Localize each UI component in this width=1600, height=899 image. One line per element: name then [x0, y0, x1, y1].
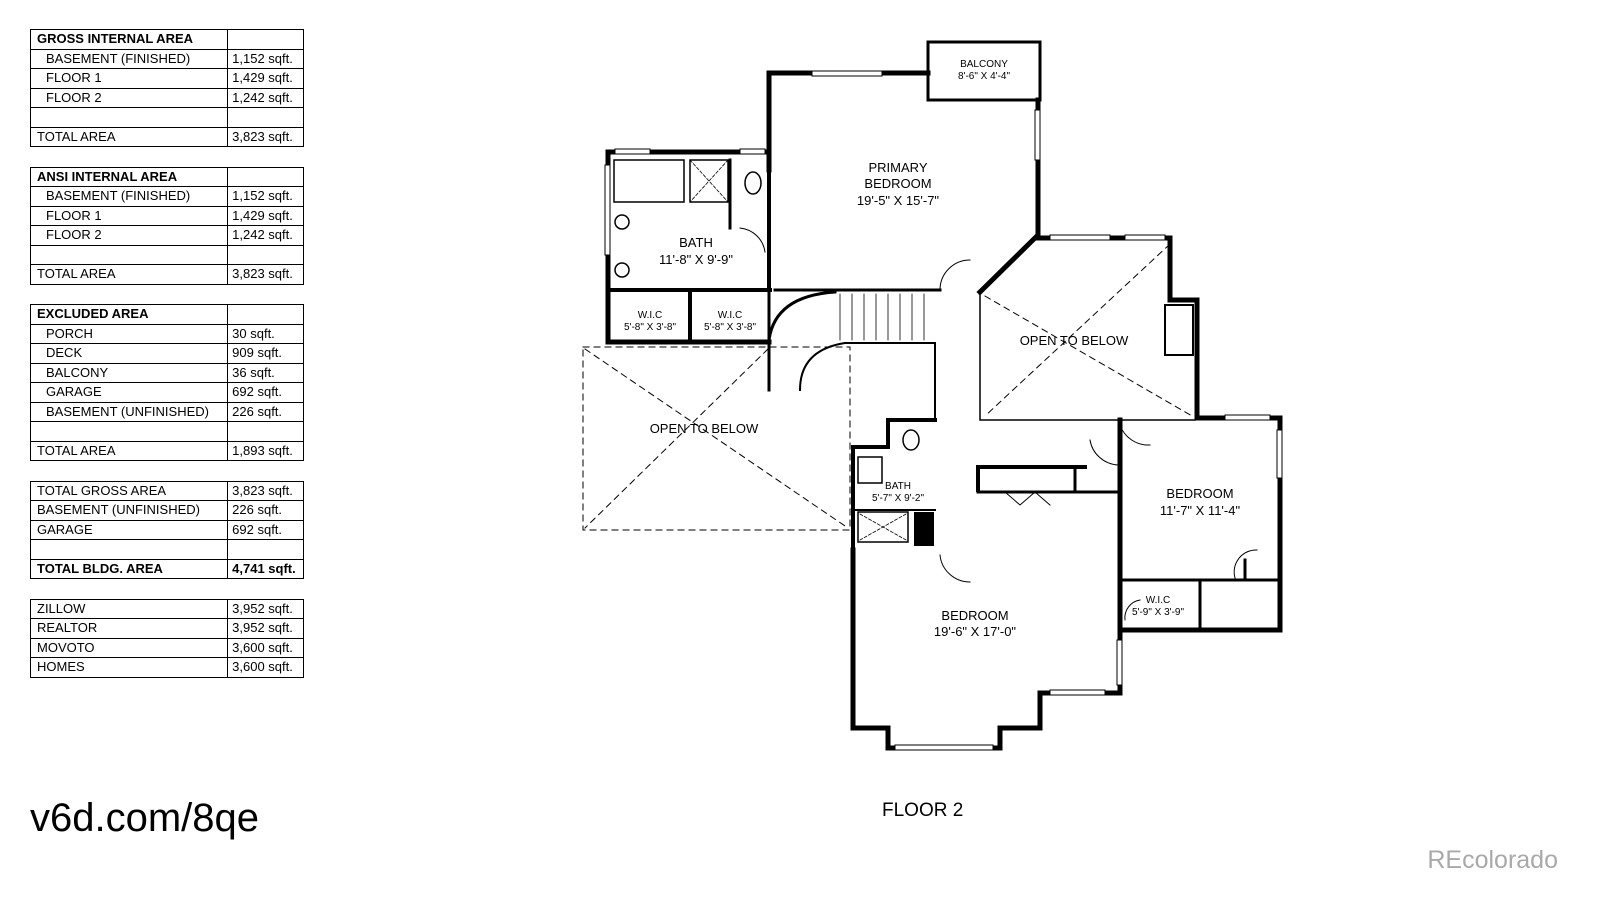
row-value: 3,823 sqft.: [227, 264, 304, 285]
wall-chimney-block: [914, 512, 934, 546]
bathtub: [613, 159, 685, 203]
bedroom-right-dims: 11'-7" X 11'-4": [1160, 503, 1241, 518]
row-label: DECK: [29, 343, 229, 364]
open-left-label: OPEN TO BELOW: [650, 421, 759, 436]
row-label: HOMES: [29, 657, 229, 678]
windows: [604, 70, 1283, 751]
balcony-dims: 8'-6" X 4'-4": [958, 71, 1011, 82]
open-right-label: OPEN TO BELOW: [1020, 333, 1129, 348]
shower-small: [857, 511, 909, 543]
open-right-diagonals: [984, 243, 1193, 417]
listing-link[interactable]: v6d.com/8qe: [30, 796, 260, 840]
primary-bedroom-label-2: BEDROOM: [864, 176, 931, 191]
table-row: BASEMENT (FINISHED)1,152 sqft.: [29, 48, 304, 69]
table-row: [29, 539, 304, 560]
row-label: FLOOR 1: [29, 68, 229, 89]
wic-bottom-dims: 5'-9" X 3'-9": [1132, 607, 1185, 618]
row-value: 1,429 sqft.: [227, 68, 304, 89]
row-value: 3,823 sqft.: [227, 480, 304, 501]
bath-main-label: BATH: [679, 235, 713, 250]
wic-bottom-label: W.I.C: [1146, 595, 1170, 606]
bath-small-label: BATH: [885, 481, 911, 492]
stair-inner: [798, 341, 847, 392]
row-label: TOTAL AREA: [29, 126, 229, 147]
row-value: 909 sqft.: [227, 343, 304, 364]
row-label: TOTAL AREA: [29, 440, 229, 461]
wall-small-bath: [851, 418, 937, 552]
wall-bedroom-bottom: [850, 547, 1123, 751]
primary-bedroom-dims: 19'-5" X 15'-7": [857, 193, 940, 208]
row-value: 3,952 sqft.: [227, 618, 304, 639]
shower: [689, 159, 729, 203]
wic-left-label: W.I.C: [638, 310, 662, 321]
row-label: ANSI INTERNAL AREA: [29, 166, 229, 187]
fireplace: [1164, 304, 1194, 356]
stair-curve: [767, 290, 837, 342]
row-label: PORCH: [29, 323, 229, 344]
sink-small: [857, 456, 883, 484]
balcony-label: BALCONY: [960, 59, 1008, 70]
closet-bifold: [1004, 491, 1051, 506]
wall-primary-right: [976, 97, 1041, 296]
floor-label: FLOOR 2: [882, 800, 964, 821]
row-label: TOTAL GROSS AREA: [29, 480, 229, 501]
wic-left-dims: 5'-8" X 3'-8": [624, 322, 677, 333]
bath-small-dims: 5'-7" X 9'-2": [872, 493, 925, 504]
row-label: TOTAL AREA: [29, 264, 229, 285]
brand-watermark: REcolorado: [1427, 846, 1558, 874]
table-row: [29, 421, 304, 442]
door-swings: [739, 227, 1258, 621]
table-row: GROSS INTERNAL AREA: [29, 29, 304, 50]
sink-2: [614, 262, 630, 278]
table-row: ANSI INTERNAL AREA: [29, 166, 304, 187]
row-value: 1,429 sqft.: [227, 205, 304, 226]
row-value: 4,741 sqft.: [227, 558, 304, 579]
bath-main-dims: 11'-8" X 9'-9": [659, 252, 733, 267]
wic-right-label: W.I.C: [718, 310, 742, 321]
wall-open-right: [1035, 235, 1200, 421]
open-left-diagonals: [584, 348, 849, 529]
bedroom-right-label: BEDROOM: [1166, 486, 1233, 501]
row-value: 1,242 sqft.: [227, 87, 304, 108]
wall-primary-top-left: [766, 70, 931, 173]
row-value: 3,823 sqft.: [227, 126, 304, 147]
row-value: 1,893 sqft.: [227, 440, 304, 461]
bedroom-bottom-dims: 19'-6" X 17'-0": [934, 624, 1017, 639]
row-label: TOTAL BLDG. AREA: [29, 558, 229, 579]
sink-1: [614, 214, 630, 230]
primary-bedroom-label-1: PRIMARY: [869, 160, 928, 175]
open-left-outline: [582, 346, 851, 531]
row-value: 3,600 sqft.: [227, 657, 304, 678]
wall-closet-top: [976, 465, 1087, 492]
bedroom-bottom-label: BEDROOM: [941, 608, 1008, 623]
toilet-main: [744, 171, 762, 195]
open-right-edge: [979, 291, 1196, 421]
toilet-small: [902, 429, 920, 451]
stair-treads: [839, 293, 925, 341]
wic-right-dims: 5'-8" X 3'-8": [704, 322, 757, 333]
